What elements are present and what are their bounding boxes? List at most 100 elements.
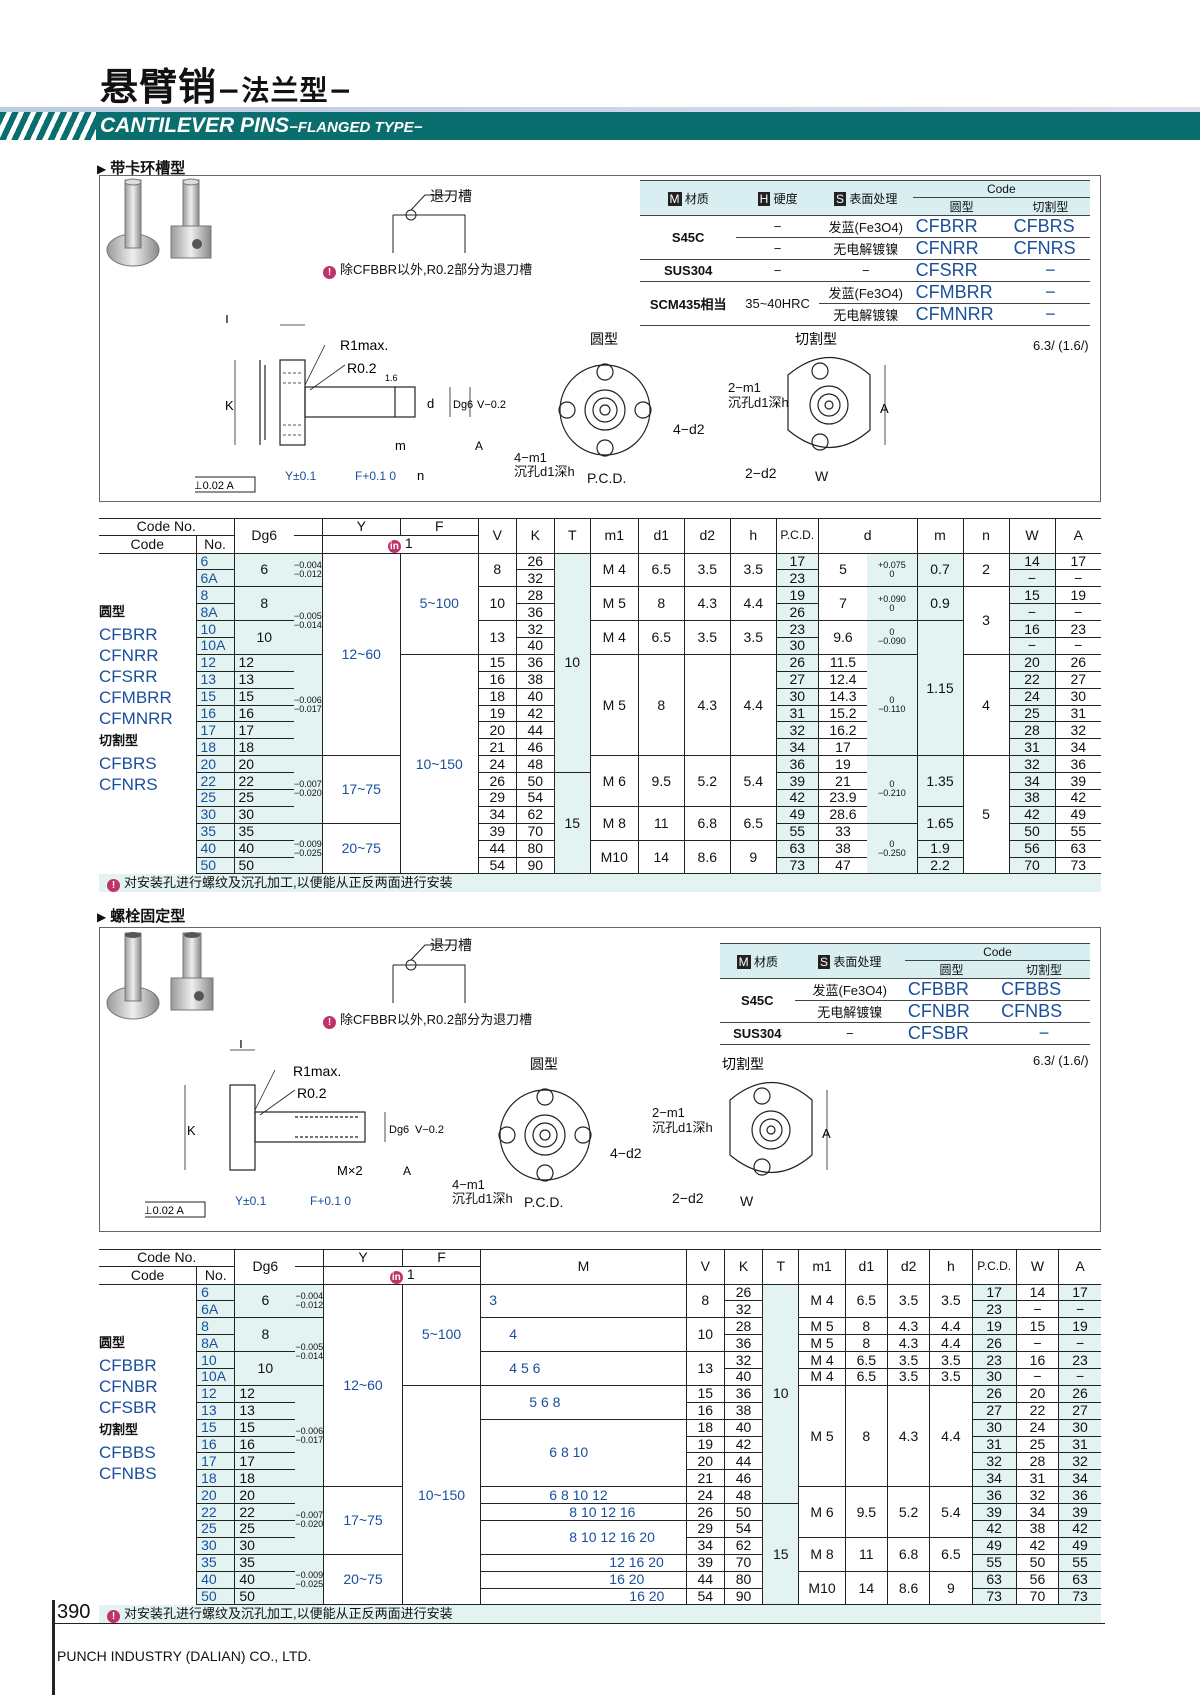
d-value: 19 <box>817 755 868 774</box>
dg6: 15 <box>233 688 294 706</box>
pcd-value: 55 <box>971 1554 1017 1572</box>
w-value: 42 <box>1015 1537 1059 1555</box>
v-value: 24 <box>685 1486 725 1505</box>
m-value: 1.9 <box>916 840 963 858</box>
k-value: 36 <box>723 1385 763 1403</box>
m1-value: M 6 <box>589 755 639 807</box>
v-value: 29 <box>477 789 517 807</box>
svg-text:⊥0.02 A: ⊥0.02 A <box>195 480 234 492</box>
y-range: 12~60 <box>321 553 401 757</box>
a-value: 23 <box>1054 620 1101 638</box>
w-value: 70 <box>1015 1588 1059 1606</box>
v-value: 10 <box>477 586 517 622</box>
pcd-value: 55 <box>775 823 819 841</box>
pcd-value: 23 <box>971 1300 1017 1319</box>
d2-4-label: 4−d2 <box>673 421 705 437</box>
k-value: 32 <box>723 1351 763 1369</box>
k-value: 46 <box>723 1469 763 1488</box>
tolerance-cell: +0.075 0 <box>867 553 917 588</box>
a-value: 42 <box>1058 1520 1101 1538</box>
pcd-value: 23 <box>775 569 819 588</box>
code-no: 8 <box>195 586 234 605</box>
groove-sketch <box>392 194 466 253</box>
dg6: 8 <box>234 1317 296 1353</box>
pcd-value: 63 <box>775 840 819 858</box>
w-value: 15 <box>1015 1317 1059 1336</box>
f-range: 5~100 <box>401 1284 481 1386</box>
d2-value: 3.5 <box>886 1351 930 1369</box>
code-no: 25 <box>195 789 234 807</box>
w-value: 25 <box>1015 1436 1059 1454</box>
cut-flange-view-groove: 切割型 A <box>787 331 889 451</box>
dg6: 16 <box>233 705 294 723</box>
d1-value: 6.5 <box>637 620 685 655</box>
dg6: 25 <box>234 1520 296 1538</box>
m-list: 4 <box>480 1317 687 1353</box>
code-item: CFNBR <box>99 1376 158 1396</box>
a-value: 39 <box>1054 772 1101 790</box>
tolerance-cell: −0.005 −0.014 <box>294 586 323 655</box>
code-no: 30 <box>196 1537 235 1555</box>
m1-value: M 4 <box>798 1351 846 1369</box>
m1-value: M 5 <box>798 1317 846 1336</box>
a-value: 27 <box>1054 671 1101 689</box>
pcd-value: 19 <box>775 586 819 605</box>
h-value: 6.5 <box>929 1537 973 1572</box>
d2-value: 6.8 <box>683 806 731 841</box>
dg6: 6 <box>234 1284 296 1319</box>
k-value: 50 <box>515 772 555 790</box>
m1-value: M 5 <box>798 1385 846 1488</box>
k-value: 80 <box>515 840 555 858</box>
pcd-value: 32 <box>971 1452 1017 1471</box>
svg-text:切割型: 切割型 <box>795 331 837 347</box>
k-value: 80 <box>723 1571 763 1589</box>
info-icon: ! <box>107 1610 120 1624</box>
code-no: 17 <box>195 721 234 740</box>
a-value: 30 <box>1058 1419 1101 1437</box>
code-no: 6 <box>195 553 234 571</box>
v-value: 13 <box>477 620 517 655</box>
k-value: 32 <box>515 569 555 588</box>
m-list: 8 10 12 16 20 <box>480 1520 687 1555</box>
d-value: 38 <box>817 840 868 858</box>
pin-drawing-bolt: T R1max. R0.2 K Dg6 V−0.2 M×2 A Y±0.1 F+… <box>145 1040 444 1218</box>
d2-value: 8.6 <box>886 1571 930 1606</box>
v-value: 26 <box>477 772 517 790</box>
n-value: 3 <box>962 586 1009 655</box>
v-value: 16 <box>477 671 517 689</box>
a-value: 26 <box>1054 654 1101 672</box>
d-value: 15.2 <box>817 705 868 723</box>
table-note-groove: !对安装孔进行螺纹及沉孔加工,以便能从正反两面进行安装 <box>99 874 1101 893</box>
d-value: 47 <box>817 857 868 875</box>
round-flange-view-bolt: 圆型 <box>498 1056 592 1182</box>
t-value: 10 <box>762 1284 799 1505</box>
a-value: 63 <box>1058 1571 1101 1589</box>
w-value: 34 <box>1008 772 1055 790</box>
w-value: 56 <box>1008 840 1055 858</box>
svg-text:A: A <box>403 1164 411 1178</box>
w-value: 31 <box>1008 738 1055 757</box>
h-value: 3.5 <box>729 553 777 588</box>
a-value: 26 <box>1058 1385 1101 1403</box>
d1-value: 14 <box>637 840 685 875</box>
a-value: − <box>1058 1334 1101 1353</box>
pcd-value: 30 <box>775 637 819 655</box>
a-value: − <box>1058 1300 1101 1319</box>
info-icon: ! <box>323 266 336 279</box>
f-range: 10~150 <box>401 1385 481 1606</box>
code-no: 10A <box>196 1368 235 1386</box>
section-heading-groove: 带卡环槽型 <box>97 157 185 178</box>
pcd-value: 63 <box>971 1571 1017 1589</box>
d2-value: 4.3 <box>683 654 731 757</box>
title-bar-accent <box>0 107 1200 112</box>
